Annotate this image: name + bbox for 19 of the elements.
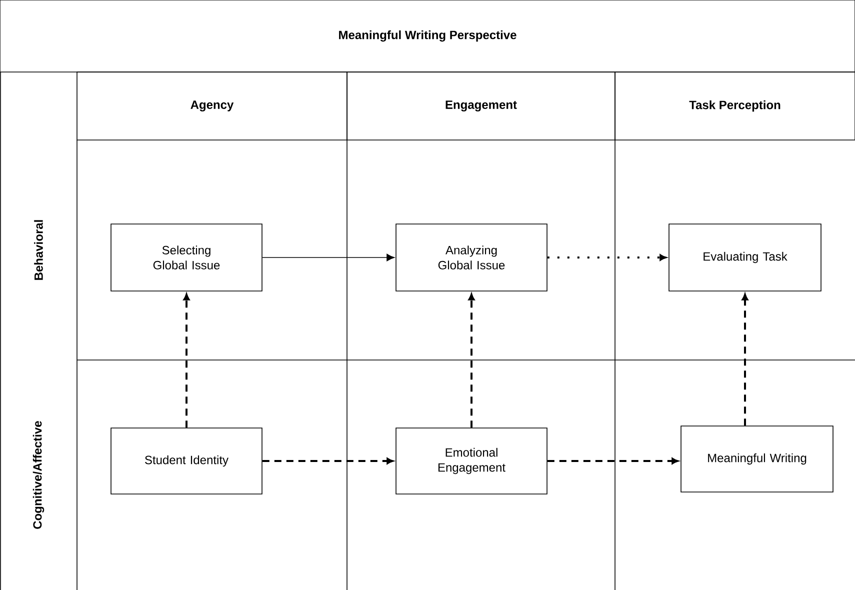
arrow (742, 294, 748, 426)
arrow (547, 254, 666, 261)
process-box: Analyzing Global Issue (396, 224, 548, 292)
row-header: Behavioral (34, 220, 43, 280)
title-band: Meaningful Writing Perspective (0, 0, 855, 72)
arrow (183, 294, 190, 428)
column-header: Engagement (346, 72, 616, 140)
column-header: Task Perception (614, 72, 855, 140)
column-header: Agency (76, 72, 348, 140)
arrow (468, 294, 475, 428)
arrow (262, 458, 394, 464)
row-header: Cognitive/Affective (32, 421, 44, 529)
process-box: Evaluating Task (668, 224, 822, 292)
process-box: Selecting Global Issue (110, 224, 262, 292)
process-box: Student Identity (110, 428, 262, 494)
process-box: Meaningful Writing (680, 426, 834, 492)
process-box: Emotional Engagement (396, 428, 548, 494)
arrow (547, 458, 678, 464)
arrow (262, 254, 395, 262)
